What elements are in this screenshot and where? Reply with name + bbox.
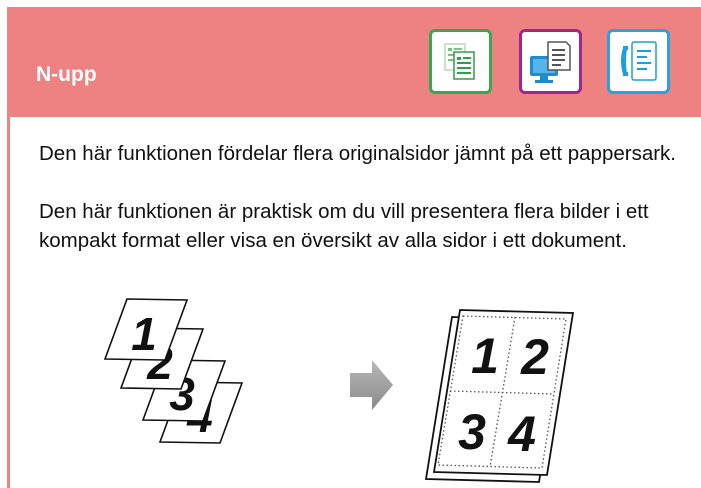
description-paragraph-1: Den här funktionen fördelar flera origin… — [39, 142, 676, 165]
arrow-right-icon — [350, 360, 393, 410]
description-paragraph-2: Den här funktionen är praktisk om du vil… — [39, 200, 649, 252]
copy-mode-icon[interactable] — [429, 29, 492, 94]
print-mode-icon[interactable] — [519, 29, 582, 94]
combined-page-number: 2 — [520, 329, 549, 385]
original-page-1: 1 — [103, 298, 189, 361]
combined-page-number: 4 — [507, 406, 536, 462]
page-title: N-upp — [36, 63, 97, 86]
original-page-number: 1 — [131, 308, 157, 360]
n-up-illustration: 4 3 2 1 — [103, 298, 575, 483]
content-area: Den här funktionen fördelar flera origin… — [7, 117, 701, 488]
fax-mode-icon[interactable] — [607, 29, 670, 94]
combined-page: 1 2 3 4 — [424, 309, 575, 483]
combined-page-number: 3 — [458, 404, 486, 460]
header-band: N-upp — [7, 7, 701, 117]
combined-page-number: 1 — [471, 328, 499, 384]
